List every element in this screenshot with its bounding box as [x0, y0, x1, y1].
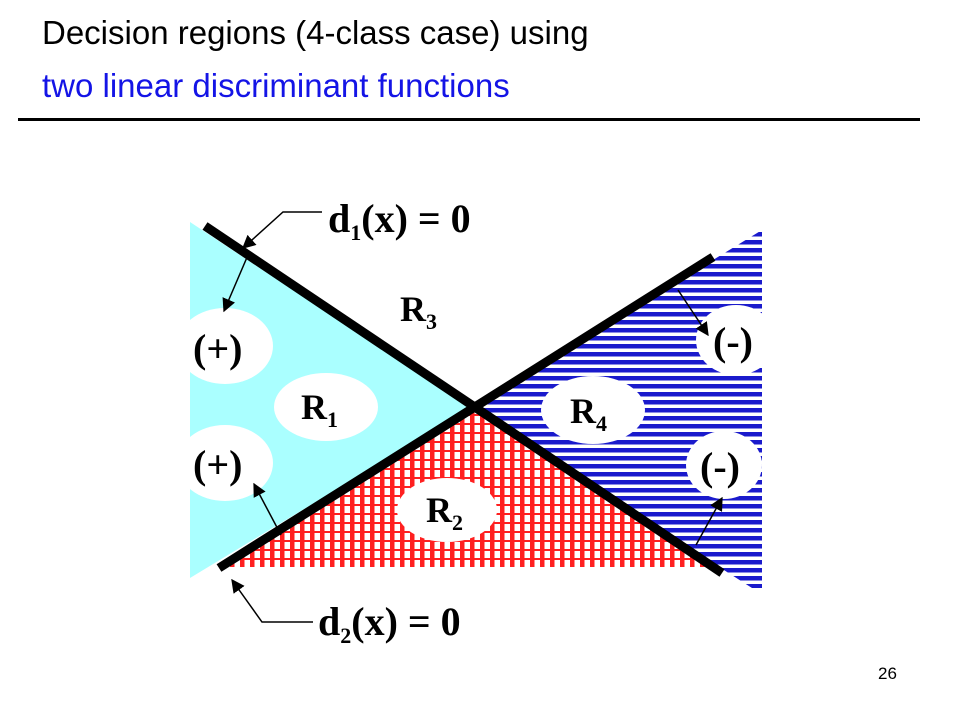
callout-arrow-minus-lower — [695, 496, 723, 546]
sign-label-minus-upper: (-) — [713, 319, 753, 364]
region-label-r2: R2 — [426, 490, 463, 535]
sign-oval-plus-upper — [177, 308, 273, 384]
slide-title-line1: Decision regions (4-class case) using — [42, 14, 589, 51]
title-divider — [18, 118, 920, 121]
sign-oval-plus-lower — [177, 425, 273, 501]
region-oval-r2 — [397, 478, 497, 542]
sign-oval-minus-upper — [696, 305, 776, 375]
sign-oval-minus-lower — [686, 431, 762, 499]
region-label-r4: R4 — [570, 391, 607, 436]
sign-label-minus-lower: (-) — [700, 444, 740, 489]
region-oval-r4 — [541, 376, 645, 444]
boundary-line-d1 — [202, 222, 725, 577]
region-label-r3: R3 — [400, 289, 437, 334]
page-number: 26 — [878, 664, 897, 683]
callout-arrow-d2-normal — [253, 482, 282, 536]
equation-label-d1: d1(x) = 0 — [328, 196, 471, 245]
callout-arrow-d2-line — [231, 578, 313, 623]
region-label-r1: R1 — [301, 387, 338, 432]
sign-label-plus-upper: (+) — [193, 326, 242, 371]
callout-arrow-minus-upper — [677, 289, 709, 337]
region-oval-r1 — [274, 373, 378, 441]
callout-arrow-d1-line — [241, 211, 322, 249]
boundary-line-d2 — [216, 253, 716, 572]
callout-arrow-d1-normal — [222, 254, 249, 313]
sign-label-plus-lower: (+) — [193, 442, 242, 487]
equation-label-d2: d2(x) = 0 — [318, 599, 461, 648]
slide-title-line2: two linear discriminant functions — [42, 67, 510, 104]
